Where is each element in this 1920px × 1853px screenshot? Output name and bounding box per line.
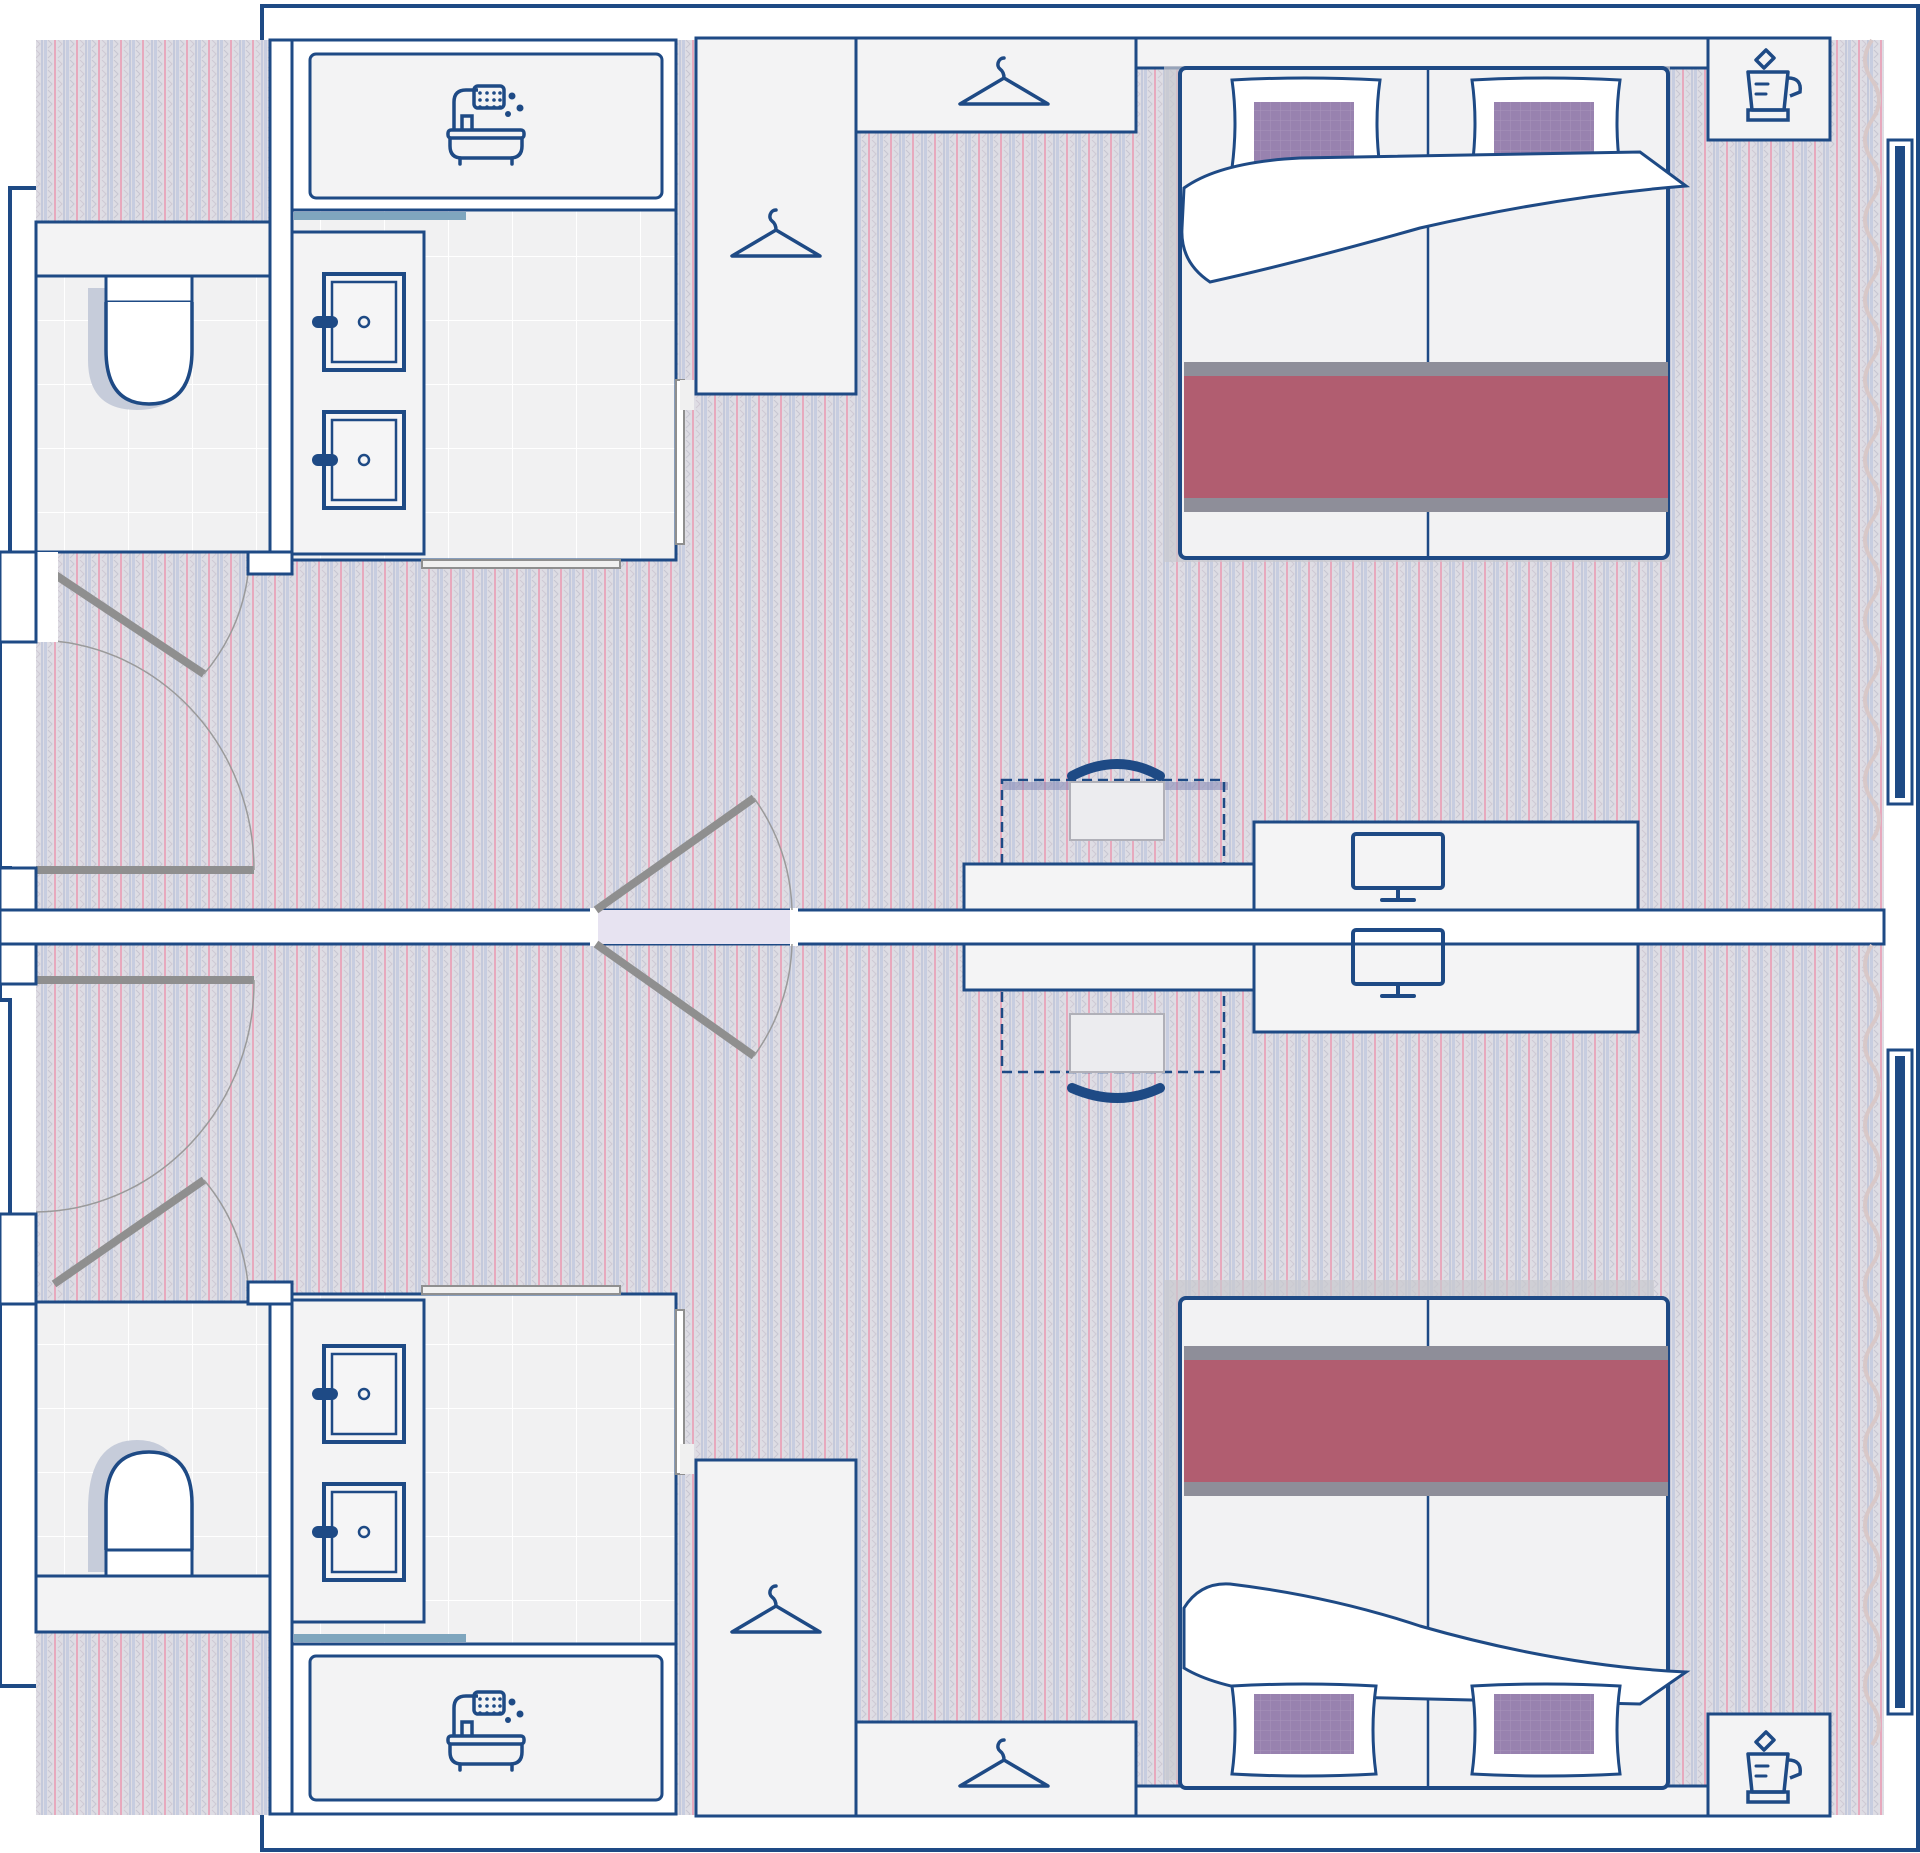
pillow (1230, 1682, 1378, 1778)
bed-runner (1184, 376, 1668, 498)
top-wardrobe-top (854, 36, 1138, 134)
top-room (0, 36, 1832, 914)
curtain-bottom (1863, 943, 1881, 1747)
top-wc-door[interactable] (51, 570, 249, 678)
sliding-door[interactable] (421, 1285, 621, 1295)
curtain-top (1863, 38, 1881, 842)
bottom-room (0, 928, 1832, 1818)
party-wall (0, 908, 1886, 946)
top-entry-jamb (0, 866, 38, 912)
top-wardrobe-left (694, 36, 858, 396)
bottom-desk (962, 928, 1640, 1103)
bottom-wardrobe-left (694, 1458, 858, 1818)
top-wc (34, 220, 272, 554)
bottom-bed (1164, 1280, 1691, 1790)
bottom-wardrobe-bottom (854, 1720, 1138, 1818)
bottom-wc (34, 1300, 272, 1634)
pillow (1470, 1682, 1622, 1778)
top-kettle-shelf (1706, 36, 1832, 142)
sliding-door[interactable] (421, 559, 621, 569)
top-entry-door[interactable] (35, 639, 255, 874)
duvet-fold (1180, 150, 1691, 284)
bed-runner (1184, 1360, 1668, 1482)
chair-back (1067, 759, 1165, 781)
chair-seat (1069, 781, 1165, 841)
sink-icon (310, 272, 406, 372)
top-bathroom (290, 38, 678, 569)
connecting-door-leaf-top[interactable] (593, 794, 757, 914)
bottom-bathroom (290, 1285, 678, 1816)
top-bed (1164, 66, 1691, 562)
toilet-icon (88, 1440, 194, 1578)
bottom-entry-door[interactable] (35, 976, 255, 1213)
bottom-kettle-shelf (1706, 1712, 1832, 1818)
sink-icon (310, 410, 406, 510)
chair-back (1067, 1083, 1165, 1103)
pillow (1230, 76, 1382, 172)
connecting-door-leaf-bottom[interactable] (593, 940, 757, 1060)
bottom-wc-door[interactable] (51, 1176, 249, 1288)
connecting-door-opening[interactable] (596, 910, 792, 944)
sink-icon (310, 1344, 406, 1444)
top-desk (962, 759, 1640, 912)
sink-icon (310, 1482, 406, 1582)
bottom-entry-jamb (0, 942, 38, 986)
chair-seat (1069, 1013, 1165, 1073)
toilet-icon (88, 274, 194, 410)
